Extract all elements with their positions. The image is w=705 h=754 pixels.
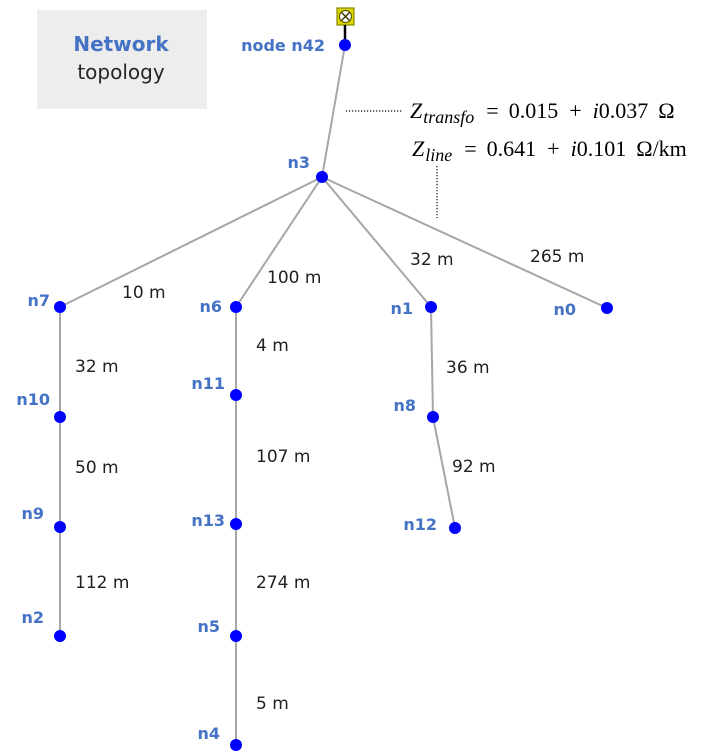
edge-n8-to-n12	[432, 416, 456, 529]
node-label-n11: n11	[191, 374, 225, 393]
edge-length-label-n10: 32 m	[75, 357, 119, 377]
node-label-n6: n6	[199, 297, 222, 316]
nodes-layer	[54, 39, 613, 751]
line-imaginary-unit: i	[571, 136, 577, 161]
node-dot-n10	[54, 411, 66, 423]
labels-layer: node n42 n3 10 m n7 32 m n10 50 m n9 112 m n2 100 …	[16, 36, 584, 743]
node-label-n12: n12	[403, 515, 437, 534]
node-dot-n2	[54, 630, 66, 642]
edge-length-label-n13: 107 m	[256, 447, 310, 467]
node-dot-n7	[54, 301, 66, 313]
transformer-icon	[336, 7, 355, 26]
node-label-n0: n0	[553, 300, 576, 319]
transformer-impedance-formula: Ztransfo = 0.015 + i0.037 Ω	[410, 98, 675, 127]
edge-length-label-n12: 92 m	[452, 457, 496, 477]
transformer-imaginary-part: 0.037	[599, 98, 649, 123]
edge-length-label-n7: 10 m	[122, 283, 166, 303]
transformer-imaginary-unit: i	[593, 98, 599, 123]
node-label-n1: n1	[390, 299, 413, 318]
edge-length-label-n9: 50 m	[75, 458, 119, 478]
transformer-plus-sign: +	[569, 98, 581, 123]
line-plus-sign: +	[547, 136, 559, 161]
node-label-n3: n3	[287, 153, 310, 172]
edge-node-n42-to-n3	[321, 44, 346, 178]
node-label-n5: n5	[197, 617, 220, 636]
edge-length-label-n2: 112 m	[75, 573, 129, 593]
title-box: Network topology	[37, 10, 207, 109]
edges-layer	[59, 44, 608, 745]
transformer-icon-cross-b	[340, 11, 351, 22]
node-dot-n0	[601, 302, 613, 314]
node-dot-n11	[230, 389, 242, 401]
transformer-equals-sign: =	[486, 98, 498, 123]
node-label-node-n42: node n42	[241, 36, 325, 55]
node-label-n4: n4	[197, 724, 220, 743]
line-impedance-unit: Ω/km	[636, 136, 687, 161]
node-dot-n9	[54, 521, 66, 533]
edge-length-label-n11: 4 m	[256, 336, 289, 356]
node-label-n2: n2	[21, 608, 44, 627]
transformer-impedance-subscript: transfo	[423, 107, 474, 127]
line-imaginary-part: 0.101	[577, 136, 627, 161]
node-dot-n8	[427, 411, 439, 423]
edge-length-label-n4: 5 m	[256, 694, 289, 714]
node-dot-n3	[316, 171, 328, 183]
edge-n3-to-n6	[235, 176, 323, 308]
node-label-n8: n8	[393, 396, 416, 415]
edge-length-label-n6: 100 m	[267, 268, 321, 288]
line-impedance-symbol: Z	[412, 136, 425, 161]
node-dot-n6	[230, 301, 242, 313]
edge-length-label-n5: 274 m	[256, 573, 310, 593]
node-label-n9: n9	[21, 504, 44, 523]
edge-n3-to-n0	[321, 176, 608, 309]
node-label-n13: n13	[191, 511, 225, 530]
transformer-real-part: 0.015	[509, 98, 559, 123]
edge-n1-to-n8	[430, 306, 434, 418]
edge-length-label-n1: 32 m	[410, 250, 454, 270]
title-line-topology: topology	[77, 60, 164, 84]
node-dot-n4	[230, 739, 242, 751]
node-label-n7: n7	[27, 291, 50, 310]
line-impedance-subscript: line	[425, 145, 452, 165]
edge-length-label-n8: 36 m	[446, 358, 490, 378]
title-box-background	[37, 10, 207, 109]
node-dot-n13	[230, 518, 242, 530]
edge-n3-to-n1	[321, 176, 432, 308]
line-equals-sign: =	[464, 136, 476, 161]
node-dot-n12	[449, 522, 461, 534]
edge-n3-to-n7	[59, 176, 323, 308]
node-dot-node-n42	[339, 39, 351, 51]
node-dot-n1	[425, 301, 437, 313]
title-line-network: Network	[73, 32, 169, 56]
node-dot-n5	[230, 630, 242, 642]
line-real-part: 0.641	[487, 136, 537, 161]
edge-length-label-n0: 265 m	[530, 247, 584, 267]
node-label-n10: n10	[16, 390, 50, 409]
line-impedance-formula: Zline = 0.641 + i0.101 Ω/km	[412, 136, 687, 165]
transformer-impedance-unit: Ω	[658, 98, 674, 123]
transformer-impedance-symbol: Z	[410, 98, 423, 123]
